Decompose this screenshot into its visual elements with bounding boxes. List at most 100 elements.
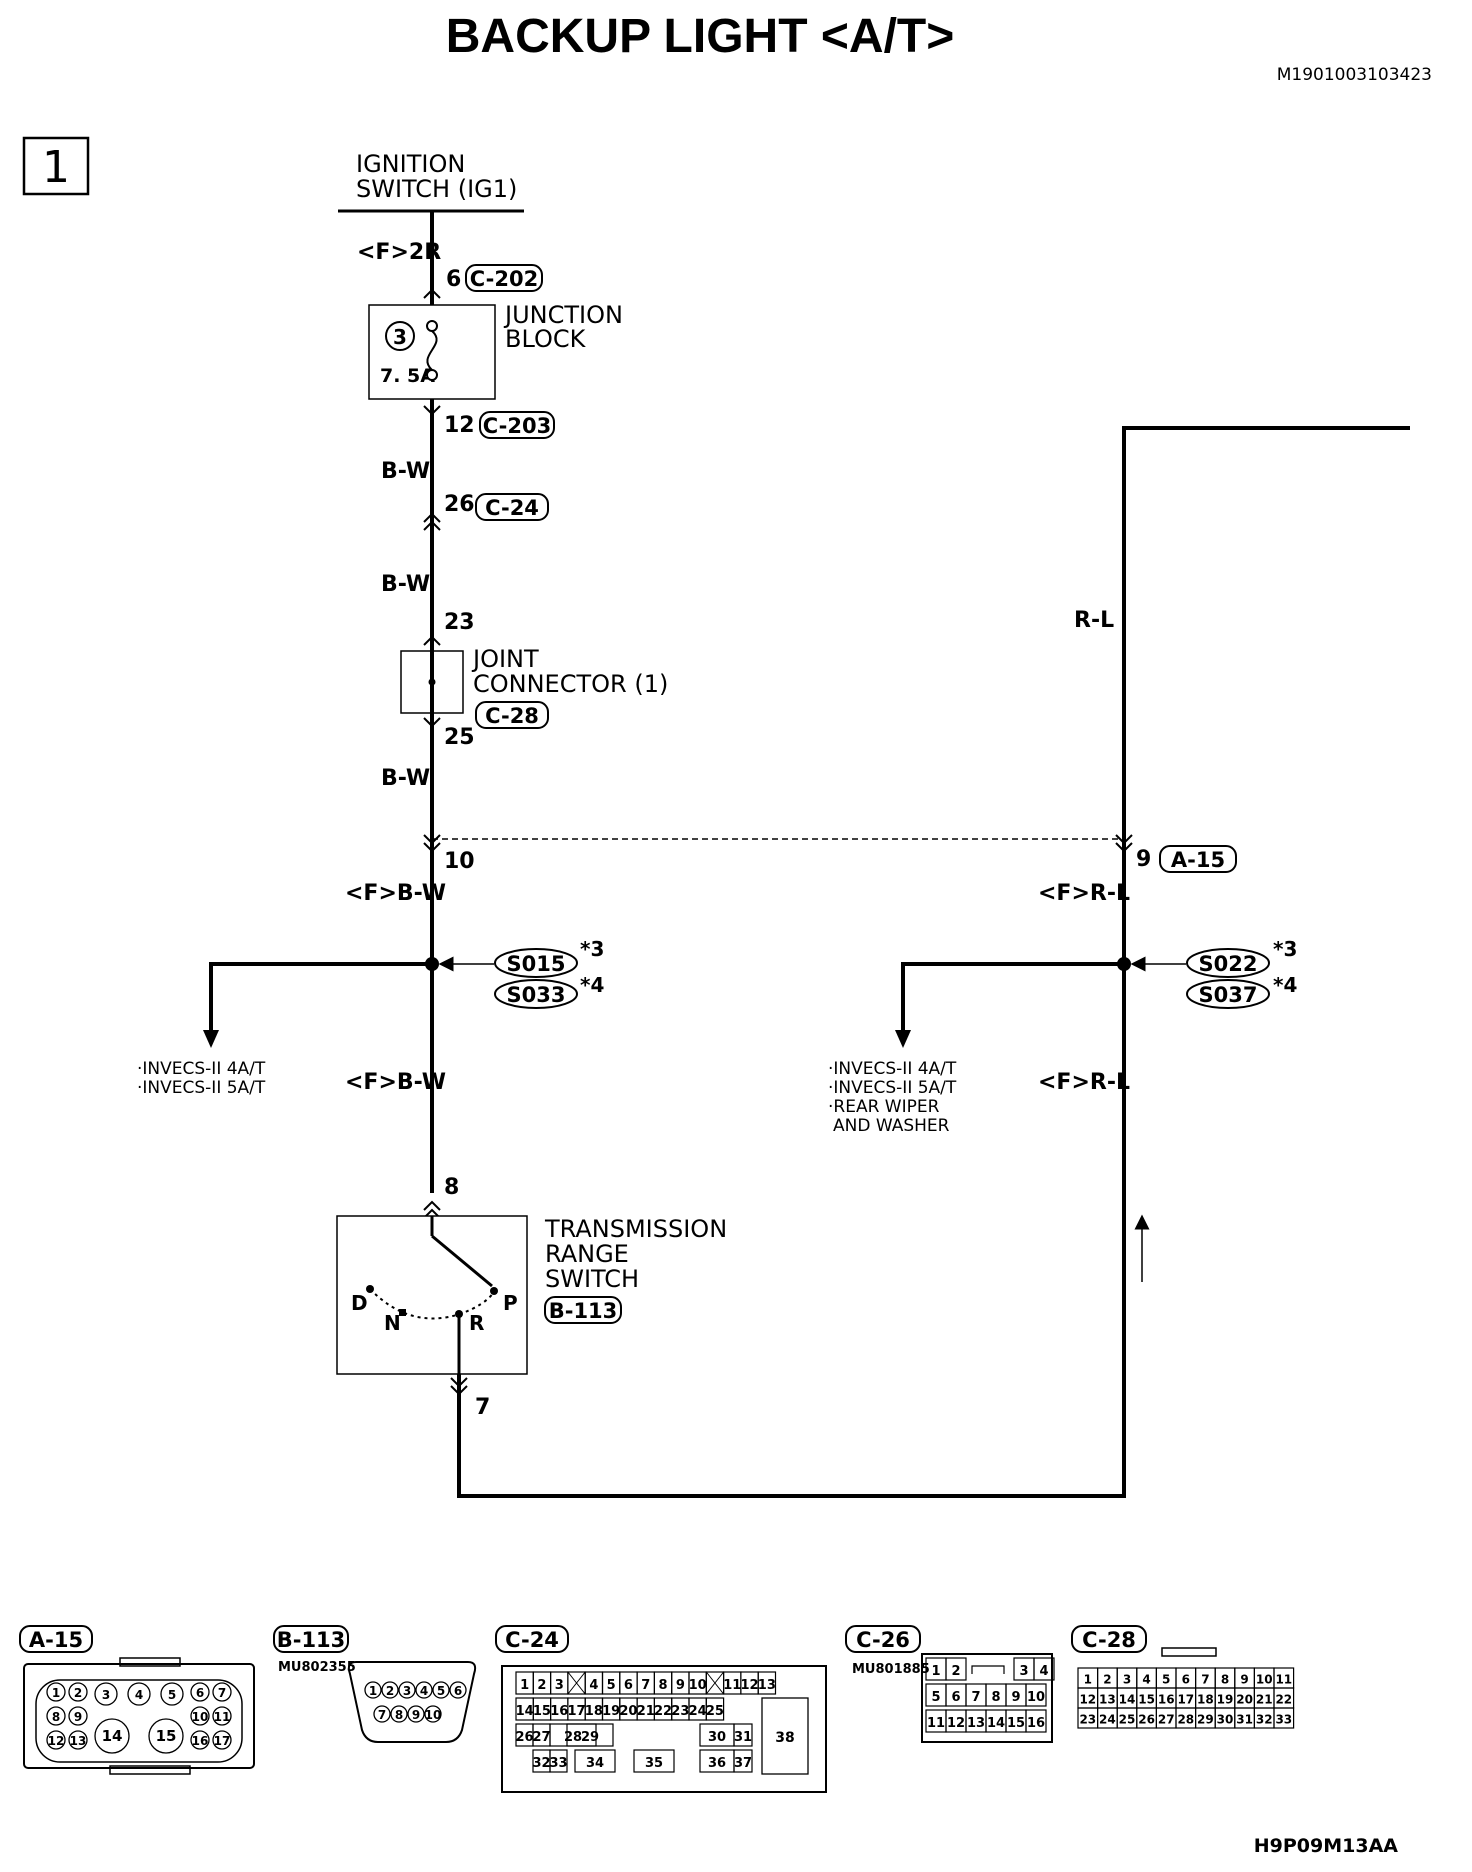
b113-pin-3: 3 <box>403 1684 411 1698</box>
c24-pin-24: 24 <box>689 1704 707 1719</box>
trs-contact-arm <box>431 1234 493 1288</box>
b113-pin-1-circle <box>364 1681 382 1699</box>
c24-pin-7: 7 <box>641 1678 650 1693</box>
c24-pin-21: 21 <box>637 1704 655 1719</box>
b113-pin-2: 2 <box>386 1684 394 1698</box>
connector-view-a15-inner <box>35 1679 243 1763</box>
b113-pin-9: 9 <box>412 1708 420 1722</box>
right-branch-label-2: ·INVECS-II 5A/T <box>828 1078 957 1098</box>
c28-pin-20: 20 <box>1236 1693 1253 1707</box>
c24-pin-36: 36 <box>708 1756 726 1771</box>
c24-pin-11: 11 <box>723 1678 741 1693</box>
splice-note-4-right: *4 <box>1273 973 1297 997</box>
trs-label-2: RANGE <box>545 1240 629 1268</box>
a15-pin-1: 1 <box>52 1686 60 1700</box>
a15-pin-7: 7 <box>218 1686 226 1700</box>
c26-key <box>971 1665 1005 1674</box>
wire-color-f-bw-2: <F>B-W <box>345 1070 446 1095</box>
c28-pin-19: 19 <box>1217 1693 1234 1707</box>
pin-26: 26 <box>444 492 475 517</box>
connector-view-c26-tag-box <box>845 1625 921 1653</box>
junction-block-label-1: JUNCTION <box>503 301 623 329</box>
fuse-number-circle <box>385 321 415 351</box>
b113-pin-2-circle <box>381 1681 399 1699</box>
b113-pin-4: 4 <box>420 1684 428 1698</box>
fuse-element <box>426 330 438 371</box>
connector-view-c26-tag: C-26 <box>856 1628 910 1652</box>
c24-pin-4: 4 <box>589 1678 598 1693</box>
wire-color-rl: R-L <box>1074 608 1114 633</box>
c24-pin-26: 26 <box>515 1730 533 1745</box>
c24-pin-35: 35 <box>645 1756 663 1771</box>
c24-pin-34: 34 <box>586 1756 604 1771</box>
b113-pin-1: 1 <box>369 1684 377 1698</box>
c28-pin-27: 27 <box>1158 1713 1175 1727</box>
c24-pin-10: 10 <box>689 1678 707 1693</box>
c26-pin-16-cell <box>1025 1709 1047 1733</box>
wire-color-bw-3: B-W <box>381 766 430 791</box>
connector-mark-c202 <box>423 288 441 299</box>
b113-pin-6-circle <box>449 1681 467 1699</box>
a15-pin-16: 16 <box>192 1734 209 1748</box>
c24-pin-38: 38 <box>775 1730 794 1746</box>
connector-view-b113-tag: B-113 <box>277 1628 346 1652</box>
branch-arrow-right <box>895 1030 911 1048</box>
page-number: 1 <box>42 142 70 193</box>
wire-color-f-rl-1: <F>R-L <box>1038 881 1130 906</box>
c24-pin-31: 31 <box>734 1730 752 1745</box>
c24-pin-29-cell <box>566 1723 614 1747</box>
c24-pin-3: 3 <box>555 1678 564 1693</box>
splice-tag-s033-box <box>494 979 578 1009</box>
splice-tag-s033: S033 <box>507 983 566 1007</box>
trs-box <box>336 1215 528 1375</box>
document-code: M1901003103423 <box>1277 65 1432 85</box>
c28-pin-4: 4 <box>1142 1673 1150 1687</box>
c26-pin-2-cell <box>945 1657 967 1681</box>
a15-pin-2-circle <box>68 1682 88 1702</box>
page-title: BACKUP LIGHT <A/T> <box>446 10 955 63</box>
c28-pin-16: 16 <box>1158 1693 1175 1707</box>
left-branch-label-2: ·INVECS-II 5A/T <box>137 1078 266 1098</box>
connector-view-b113-tag-box <box>273 1625 349 1653</box>
a15-pin-17-circle <box>212 1730 232 1750</box>
joint-connector-label-1: JOINT <box>471 645 539 673</box>
c24-pin-33-cell <box>549 1749 568 1773</box>
c24-pin-2: 2 <box>537 1678 546 1693</box>
c26-pin-16: 16 <box>1027 1716 1045 1731</box>
c24-pin-15: 15 <box>533 1704 551 1719</box>
c28-pin-3: 3 <box>1123 1673 1131 1687</box>
c28-pin-28: 28 <box>1177 1713 1194 1727</box>
a15-pin-8: 8 <box>52 1710 60 1724</box>
trs-contact-p <box>490 1287 498 1295</box>
c26-pin-2: 2 <box>951 1664 960 1679</box>
c28-pin-25: 25 <box>1119 1713 1136 1727</box>
c26-pin-8: 8 <box>991 1690 1000 1705</box>
c24-pin-1: 1 <box>520 1678 529 1693</box>
c26-pin-9: 9 <box>1011 1690 1020 1705</box>
ignition-switch-label-1: IGNITION <box>356 150 465 178</box>
b113-pin-7-circle <box>373 1705 391 1723</box>
c28-pin-7: 7 <box>1201 1673 1209 1687</box>
a15-pin-9: 9 <box>74 1710 82 1724</box>
splice-tag-s037-box <box>1186 979 1270 1009</box>
trs-label-1: TRANSMISSION <box>544 1215 727 1243</box>
c28-pin-1: 1 <box>1084 1673 1092 1687</box>
c26-pin-6: 6 <box>951 1690 960 1705</box>
c24-pin-9: 9 <box>676 1678 685 1693</box>
a15-pin-15: 15 <box>156 1727 177 1745</box>
a15-pin-12-circle <box>46 1730 66 1750</box>
connector-mark-jc-top <box>423 635 441 646</box>
trs-selector-arc <box>369 1288 495 1320</box>
connector-view-a15-latch-top <box>119 1657 181 1667</box>
a15-pin-7-circle <box>212 1682 232 1702</box>
a15-pin-11: 11 <box>214 1710 231 1724</box>
joint-connector-dot <box>428 678 436 686</box>
wire-color-f-2r: <F>2R <box>357 240 441 265</box>
a15-pin-6: 6 <box>196 1686 204 1700</box>
splice-note-3-left: *3 <box>580 937 604 961</box>
a15-pin-11-circle <box>212 1706 232 1726</box>
c24-pin-17: 17 <box>568 1704 586 1719</box>
